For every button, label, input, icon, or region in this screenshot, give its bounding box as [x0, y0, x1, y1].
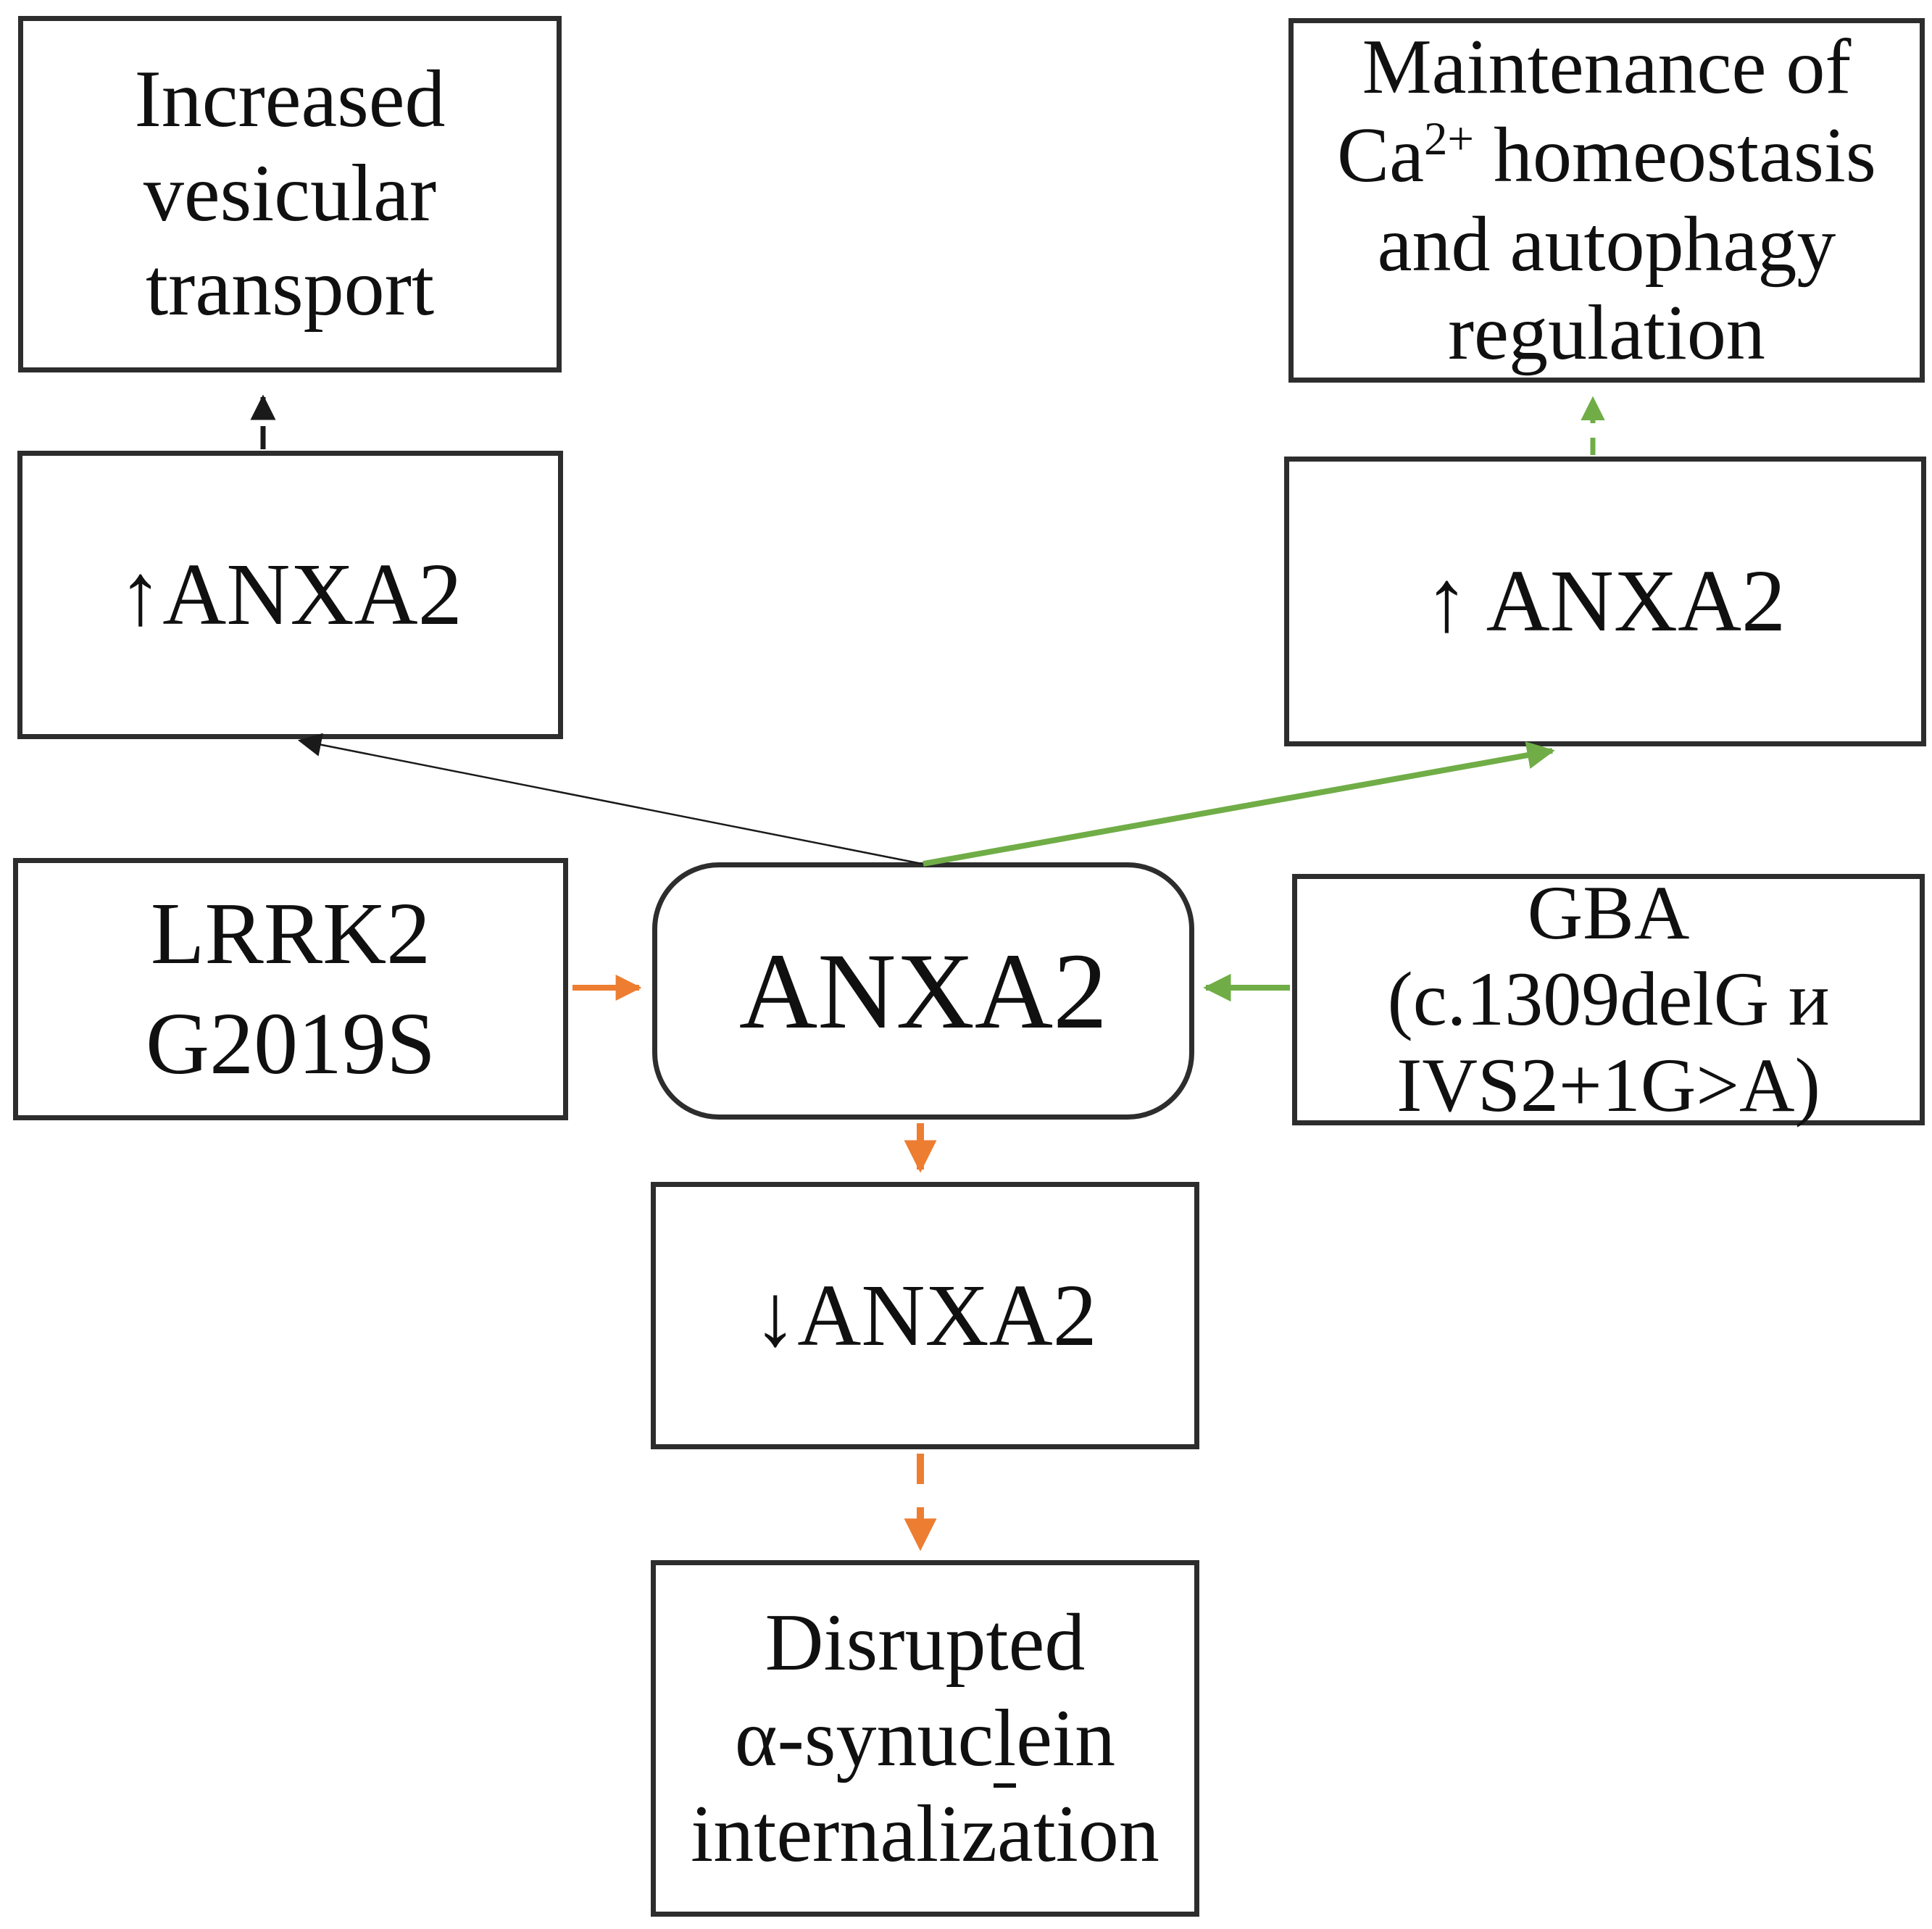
box-text-line: Maintenance of: [1362, 24, 1852, 111]
box-anxa2-increased-left: ↑ANXA2: [17, 451, 563, 739]
box-text-line: Disrupted: [765, 1597, 1086, 1688]
synuclein-text-post: ein: [1016, 1693, 1116, 1783]
box-text-line: and autophagy: [1377, 201, 1836, 288]
box-text-line: vesicular: [143, 149, 437, 239]
arrow-central-to-anxa2up-left: [297, 733, 923, 865]
box-label: ↑ANXA2: [118, 546, 462, 643]
box-text-line: Ca2+ homeostasis: [1337, 112, 1876, 200]
ca-text: Ca: [1337, 112, 1425, 199]
box-text-line: internalization: [691, 1789, 1159, 1880]
box-text-line: IVS2+1G>A): [1396, 1042, 1820, 1128]
box-label: ↑ ANXA2: [1424, 552, 1786, 650]
box-anxa2-increased-right: ↑ ANXA2: [1284, 457, 1926, 746]
homeostasis-text: homeostasis: [1473, 112, 1876, 199]
box-text-line: Increased: [134, 54, 446, 145]
box-text-line: regulation: [1448, 289, 1765, 376]
synuclein-underlined-letter: l: [994, 1693, 1017, 1788]
box-text-line: G2019S: [146, 995, 436, 1093]
box-gba-mutations: GBA (c.1309delG и IVS2+1G>A): [1292, 870, 1925, 1128]
box-label: ↓ANXA2: [753, 1266, 1097, 1365]
box-label: ANXA2: [738, 930, 1108, 1051]
box-text-line: GBA: [1527, 870, 1690, 956]
box-anxa2-central: ANXA2: [652, 862, 1194, 1120]
box-disrupted-synuclein-internalization: Disrupted α-synuclein internalization: [651, 1560, 1199, 1917]
box-increased-vesicular-transport: Increased vesicular transport: [18, 16, 562, 372]
superscript-2plus: 2+: [1424, 113, 1474, 166]
box-lrrk2-g2019s: LRRK2 G2019S: [13, 858, 568, 1120]
box-maintenance-ca-homeostasis: Maintenance of Ca2+ homeostasis and auto…: [1288, 18, 1925, 383]
synuclein-text-pre: α-synuc: [734, 1693, 994, 1783]
box-anxa2-decreased: ↓ANXA2: [651, 1182, 1199, 1449]
box-text-line: LRRK2: [150, 884, 431, 983]
box-text-line: (c.1309delG и: [1387, 957, 1830, 1042]
box-text-line: transport: [145, 242, 435, 333]
box-text-line: α-synuclein: [734, 1691, 1116, 1788]
arrow-central-to-anxa2up-right: [923, 741, 1555, 867]
